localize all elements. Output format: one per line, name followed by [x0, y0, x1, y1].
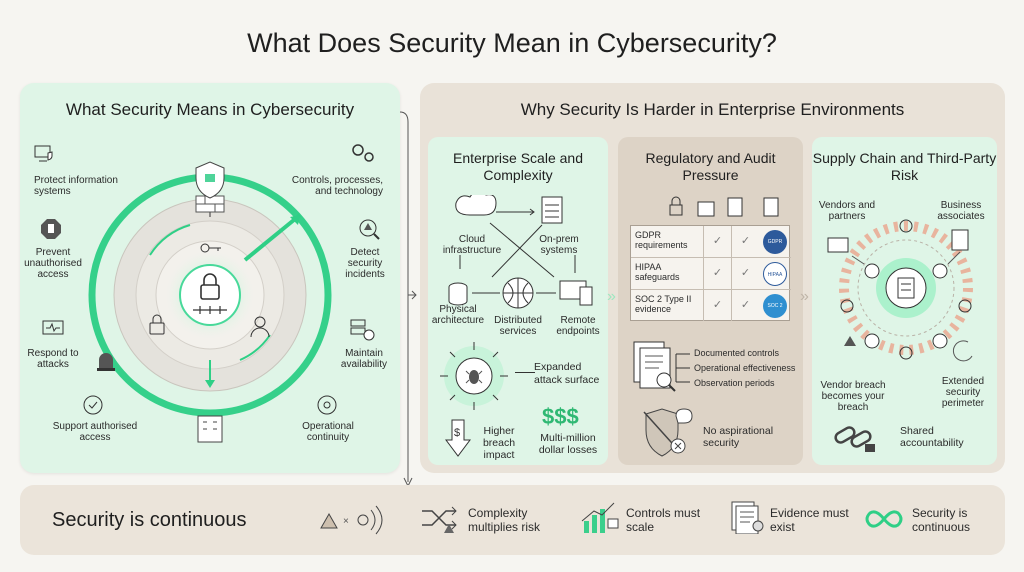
breach-label: Vendor breach becomes your breach — [820, 380, 886, 413]
lock-icon — [669, 204, 683, 216]
monitor-icon — [42, 320, 64, 343]
bottom-item-continuous: Security is continuous — [912, 506, 971, 534]
down-arrow-dollar-icon: $ — [445, 419, 471, 457]
item-controls: Controls, processes, and technology — [291, 175, 383, 197]
soc2-seal: SOC 2 — [763, 294, 787, 318]
surface-label: Expanded attack surface — [534, 361, 600, 386]
chain-link-icon — [834, 426, 875, 452]
api-node — [864, 333, 880, 349]
item-respond: Respond to attacks — [27, 348, 79, 370]
doc-item: Observation periods — [694, 378, 775, 388]
compliance-icons — [669, 196, 779, 217]
building-icon — [197, 415, 223, 443]
supply-title: Supply Chain and Third-Party Risk — [812, 150, 997, 183]
gears-icon — [350, 142, 376, 169]
gear-icon — [840, 299, 854, 313]
node-distributed: Distributed services — [494, 315, 542, 337]
vendors-label: Vendors and partners — [818, 200, 876, 222]
shield-check-icon — [82, 394, 104, 421]
node-cloud: Cloud infrastructure — [442, 234, 502, 256]
firewall-icon — [697, 201, 715, 217]
shuffle-warning-icon — [420, 503, 462, 540]
magnifier-icon — [656, 372, 672, 388]
certificate-icon — [730, 500, 766, 539]
growth-arrow — [243, 213, 302, 262]
infinity-icon — [862, 506, 906, 537]
node-remote: Remote endpoints — [556, 315, 600, 337]
table-row: HIPAA safeguards ✓ ✓ HIPAA — [631, 258, 791, 290]
refresh-gear-icon — [316, 394, 338, 421]
regulatory-title: Regulatory and Audit Pressure — [645, 150, 776, 183]
item-detect: Detect security incidents — [345, 247, 385, 280]
losses-label: Multi-million dollar losses — [538, 432, 598, 456]
bottom-item-complexity: Complexity multiplies risk — [468, 506, 541, 534]
node-onprem: On-prem systems — [539, 234, 579, 256]
bug-icon — [469, 370, 479, 384]
cloud-icon — [455, 195, 497, 216]
page-title: What Does Security Mean in Cybersecurity… — [247, 28, 777, 58]
user-icon — [254, 316, 266, 328]
bottom-title: Security is continuous — [52, 509, 247, 531]
scale-title: Enterprise Scale and Complexity — [453, 150, 583, 183]
item-protect: Protect information systems — [34, 175, 118, 197]
broken-shield-icon — [643, 408, 693, 457]
item-continuity: Operational continuity — [302, 421, 354, 443]
attack-surface-icon — [440, 342, 508, 410]
security-rings-diagram — [88, 161, 332, 443]
building-shield-icon — [897, 277, 915, 299]
cloud-icon — [675, 408, 693, 424]
document-icon — [763, 197, 779, 217]
associates-label: Business associates — [937, 200, 985, 222]
network-diagram — [448, 195, 593, 309]
item-prevent: Prevent unauthorised access — [24, 247, 82, 280]
stop-hand-icon — [40, 218, 62, 245]
api-node — [864, 263, 880, 279]
bottom-bar — [20, 485, 1005, 555]
svg-text:×: × — [343, 516, 349, 527]
clipboard-icon — [951, 229, 969, 251]
doc-item: Operational effectiveness — [694, 363, 796, 373]
padlock-icon — [149, 322, 165, 335]
doc-item: Documented controls — [694, 348, 780, 358]
compliance-table: GDPR requirements ✓ ✓ GDPR HIPAA safegua… — [630, 225, 791, 322]
signal-warning-icon: × — [320, 505, 383, 535]
server-clock-icon — [350, 318, 376, 347]
table-row: SOC 2 Type II evidence ✓ ✓ SOC 2 — [631, 290, 791, 322]
svg-text:$: $ — [454, 427, 460, 439]
right-panel-title: Why Security Is Harder in Enterprise Env… — [520, 100, 905, 119]
gear-icon — [899, 346, 913, 360]
api-node — [932, 333, 948, 349]
left-panel-title: What Security Means in Cybersecurity — [65, 100, 355, 119]
lock-icon — [200, 284, 220, 300]
bottom-item-controls: Controls must scale — [626, 506, 701, 534]
node-physical: Physical architecture — [431, 304, 485, 326]
alarm-icon — [95, 350, 117, 377]
warning-magnifier-icon — [358, 218, 380, 245]
no-aspirational-label: No aspirational security — [703, 425, 774, 449]
gdpr-seal: GDPR — [763, 230, 787, 254]
api-node — [932, 263, 948, 279]
supply-chain-diagram — [827, 219, 973, 362]
gear-icon — [899, 219, 913, 233]
checklist-icon — [727, 197, 743, 217]
hipaa-seal: HIPAA — [763, 262, 787, 286]
table-row: GDPR requirements ✓ ✓ GDPR — [631, 226, 791, 258]
item-support: Support authorised access — [52, 421, 138, 443]
protect-icon — [34, 145, 54, 168]
dashed-ring — [839, 221, 973, 355]
truck-icon — [827, 237, 849, 253]
bottom-item-evidence: Evidence must exist — [770, 506, 849, 534]
server-icon — [541, 196, 563, 224]
warning-icon — [844, 336, 856, 346]
perimeter-label: Extended security perimeter — [941, 376, 985, 409]
growth-lock-icon — [580, 499, 620, 540]
losses-symbol: $$$ — [542, 404, 579, 429]
impact-label: Higher breach impact — [482, 425, 516, 461]
item-maintain: Maintain availability — [340, 348, 388, 370]
documents-icon — [633, 341, 690, 392]
shared-label: Shared accountability — [900, 425, 964, 449]
gear-icon — [958, 299, 972, 313]
chevron-right-icon: » — [607, 288, 616, 305]
chevron-right-icon: » — [800, 288, 809, 305]
